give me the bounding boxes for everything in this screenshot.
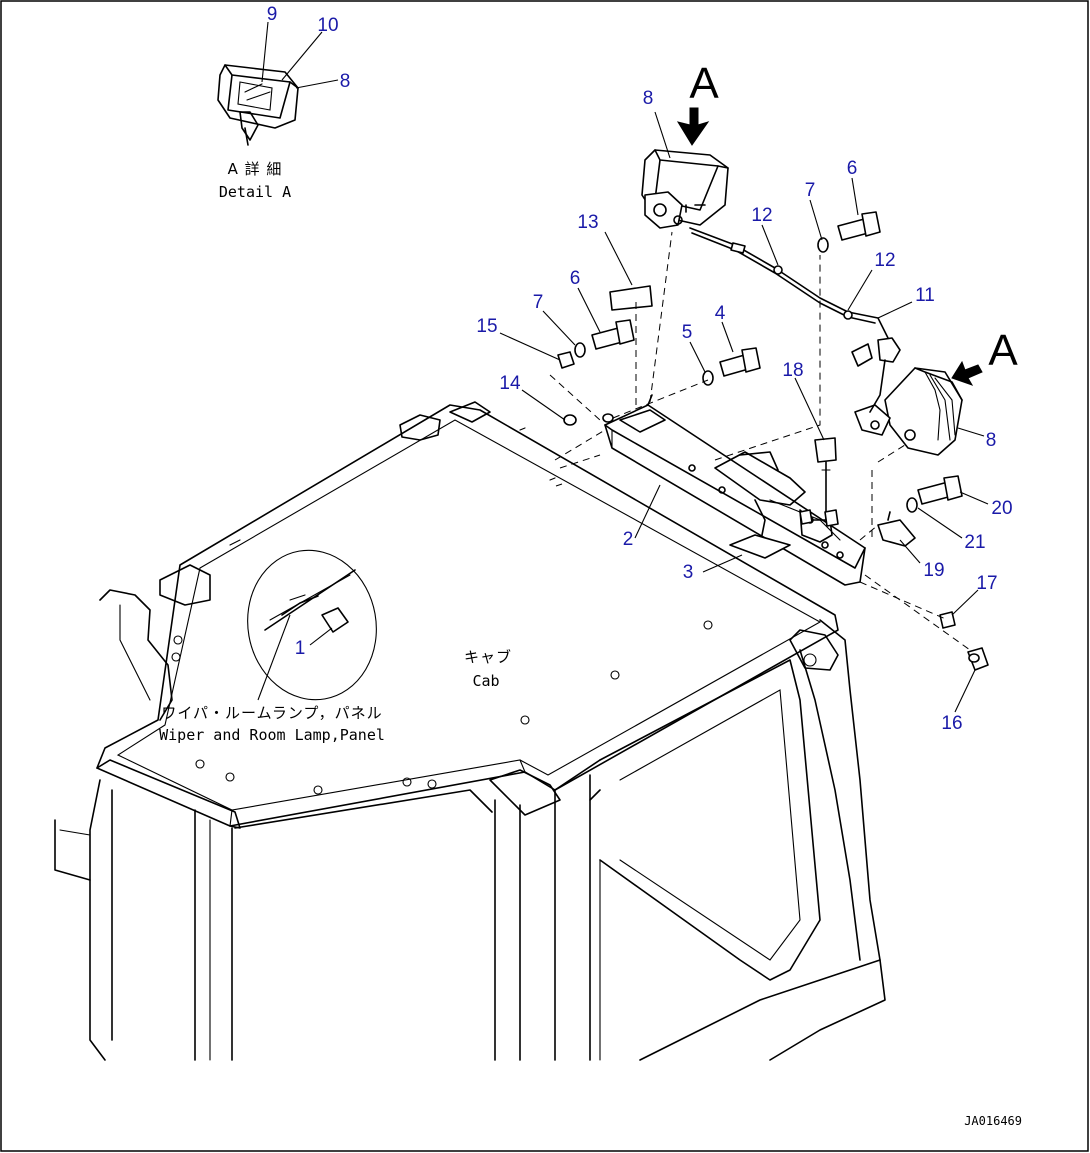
wiper-label-ja: ワイパ・ルームランプ，パネル (161, 704, 382, 722)
fasteners (557, 211, 989, 671)
callout-19: 19 (923, 560, 944, 581)
cab-frame (54, 401, 886, 1061)
work-lamp-right (854, 360, 983, 456)
bracket-assembly (604, 285, 866, 586)
cab-label-ja: キャブ (464, 648, 512, 666)
callout-12-right: 12 (874, 250, 895, 271)
detail-label-en: Detail A (219, 183, 291, 201)
callout-8-top: 8 (643, 88, 654, 109)
callout-13: 13 (577, 212, 598, 233)
callout-5: 5 (682, 322, 693, 343)
view-marker-a-right: A (988, 326, 1018, 375)
view-marker-a-top: A (689, 59, 719, 108)
callout-15: 15 (476, 316, 497, 337)
work-lamp-top (641, 107, 729, 229)
wiper-label-en: Wiper and Room Lamp,Panel (159, 726, 385, 744)
cab-label-en: Cab (472, 672, 499, 690)
callout-18: 18 (782, 360, 803, 381)
callout-1: 1 (295, 638, 306, 659)
callout-4: 4 (715, 303, 726, 324)
callout-3: 3 (683, 562, 694, 583)
callout-10: 10 (317, 15, 338, 36)
callout-14: 14 (499, 373, 521, 394)
callout-11: 11 (915, 285, 935, 306)
callout-7-left: 7 (533, 292, 544, 313)
callout-8-right: 8 (986, 430, 997, 451)
callout-9: 9 (267, 4, 278, 25)
callout-12-left: 12 (751, 205, 772, 226)
detail-label-ja: A 詳 細 (228, 160, 283, 178)
callout-7-right: 7 (805, 180, 816, 201)
drawing-code: JA016469 (964, 1114, 1022, 1128)
callout-6-right: 6 (847, 158, 858, 179)
detail-a-lamp (217, 64, 299, 146)
callout-numbers: 9 10 8 8 6 7 12 13 12 6 11 7 4 15 5 18 1… (267, 4, 1013, 734)
callout-8-detail: 8 (340, 71, 351, 92)
callout-2: 2 (623, 529, 634, 550)
callout-17: 17 (976, 573, 997, 594)
callout-16: 16 (941, 713, 962, 734)
callout-6-left: 6 (570, 268, 581, 289)
leader-lines (257, 21, 989, 713)
callout-21: 21 (964, 532, 985, 553)
assembly-lines (549, 231, 971, 651)
wiper-inset (247, 549, 377, 701)
callout-20: 20 (991, 498, 1012, 519)
